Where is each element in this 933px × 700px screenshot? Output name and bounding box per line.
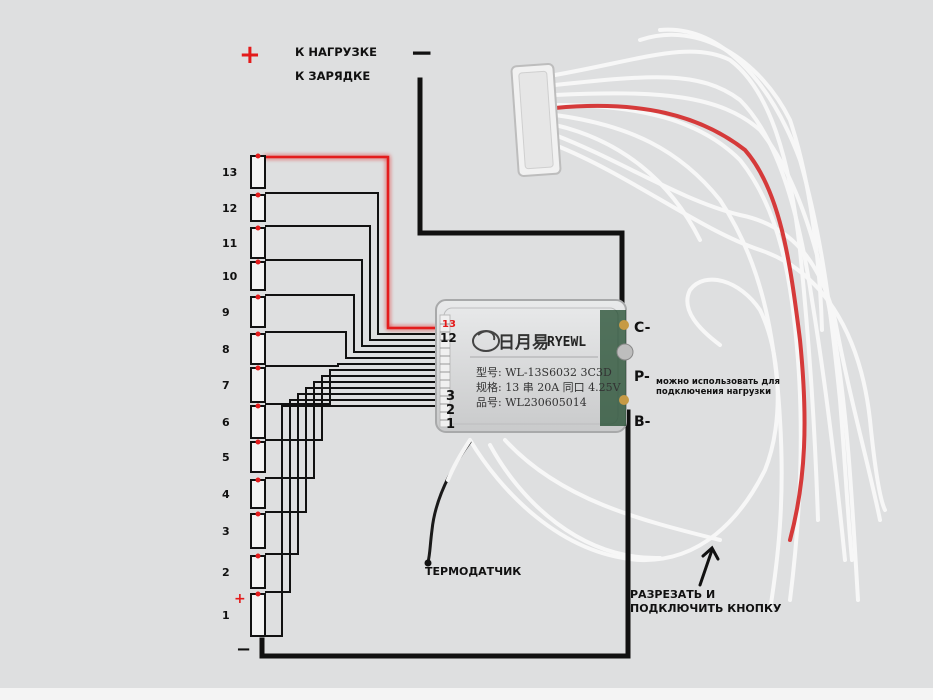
balance-lead-1 xyxy=(265,399,440,593)
cell-positive-dot xyxy=(255,331,261,337)
cell-label-3: 3 xyxy=(222,525,230,538)
pin-label-1: 1 xyxy=(446,417,455,432)
cell-label-12: 12 xyxy=(222,202,237,215)
battery-cell-5 xyxy=(250,441,266,473)
label-thermo-sensor: ТЕРМОДАТЧИК xyxy=(425,565,521,578)
battery-cell-2 xyxy=(250,555,266,589)
cell-label-5: 5 xyxy=(222,451,230,464)
board-brand: RYEWL xyxy=(547,335,586,350)
battery-negative-wire xyxy=(259,409,631,659)
battery-cell-6 xyxy=(250,405,266,439)
battery-cell-7 xyxy=(250,367,266,403)
battery-cell-8 xyxy=(250,333,266,365)
pminus-note-line2: подключения нагрузки xyxy=(656,387,771,397)
negative-terminal-symbol: − xyxy=(410,36,433,69)
label-c-minus: C- xyxy=(634,320,651,336)
battery-cell-stack: 13 12 11 10 9 8 7 6 5 4 3 2 1 xyxy=(222,153,266,637)
ryewl-logo xyxy=(472,330,500,352)
label-cut-line2: ПОДКЛЮЧИТЬ КНОПКУ xyxy=(630,602,782,615)
battery-cell-9 xyxy=(250,296,266,328)
board-logo-text: 日月易 xyxy=(498,333,549,353)
battery-cell-11 xyxy=(250,227,266,259)
cell-label-10: 10 xyxy=(222,270,238,283)
cell-positive-dot xyxy=(255,365,261,371)
label-cut-line1: РАЗРЕЗАТЬ И xyxy=(630,588,715,601)
positive-terminal-symbol: + xyxy=(239,40,261,70)
battery-cell-4 xyxy=(250,479,266,509)
battery-cell-12 xyxy=(250,194,266,222)
balance-lead-12 xyxy=(265,192,440,335)
cell-label-7: 7 xyxy=(222,379,230,392)
board-model-line: 型号: WL-13S6032 3C3D xyxy=(476,365,612,379)
pin-label-3: 3 xyxy=(446,389,455,404)
cell-positive-dot xyxy=(255,153,261,159)
cell-positive-dot xyxy=(255,477,261,483)
battery-cell-13 xyxy=(250,155,266,189)
cell-label-4: 4 xyxy=(222,488,230,501)
cell-label-11: 11 xyxy=(222,237,237,250)
cut-wire-arrow xyxy=(698,545,720,587)
battery-minus-symbol: − xyxy=(236,639,251,660)
battery-cell-3 xyxy=(250,513,266,549)
label-b-minus: B- xyxy=(634,414,651,430)
label-to-charger: К ЗАРЯДКЕ xyxy=(295,69,370,83)
balance-lead-3 xyxy=(265,387,440,513)
cell-label-13: 13 xyxy=(222,166,237,179)
cell-label-2: 2 xyxy=(222,566,230,579)
thermistor-lead xyxy=(426,440,472,564)
cell13-red-link xyxy=(264,155,438,330)
battery-cell-10 xyxy=(250,261,266,291)
cell-positive-dot xyxy=(255,439,261,445)
label-p-minus: P- xyxy=(634,369,650,385)
main-wires xyxy=(259,77,631,659)
thermo-lead-sheath xyxy=(446,438,472,482)
harness-connector xyxy=(510,63,562,177)
balance-lead-8 xyxy=(265,331,440,359)
pin-label-12: 12 xyxy=(440,331,457,345)
board-serial-line: 品号: WL230605014 xyxy=(476,396,587,409)
balance-leads xyxy=(265,192,440,637)
battery-cell-1 xyxy=(250,593,266,637)
pin-label-2: 2 xyxy=(446,403,455,418)
cell-positive-dot xyxy=(255,511,261,517)
cell-label-6: 6 xyxy=(222,416,230,429)
thermistor-bead xyxy=(424,559,432,567)
balance-lead-10 xyxy=(265,259,440,347)
label-to-load: К НАГРУЗКЕ xyxy=(295,45,377,59)
balance-lead-2 xyxy=(265,393,440,555)
cell-positive-dot xyxy=(255,225,261,231)
cell-label-8: 8 xyxy=(222,343,230,356)
bottom-strip xyxy=(0,688,933,700)
cell-positive-dot xyxy=(255,294,261,300)
negative-load-wire xyxy=(417,77,625,321)
balance-lead-9 xyxy=(265,294,440,353)
balance-wire-harness xyxy=(553,27,887,612)
balance-lead-4 xyxy=(265,381,440,479)
cell-positive-dot xyxy=(255,403,261,409)
bms-board: 日月易 RYEWL 型号: WL-13S6032 3C3D 规格: 13 串 2… xyxy=(435,299,634,433)
cell-label-1: 1 xyxy=(222,609,230,622)
cell1-plus-symbol: + xyxy=(234,591,246,607)
cell-positive-dot xyxy=(255,192,261,198)
pminus-note-line1: можно использовать для xyxy=(656,377,780,387)
cell-positive-dot xyxy=(255,259,261,265)
cell-positive-dot xyxy=(255,553,261,559)
balance-lead-0 xyxy=(265,405,440,637)
pin-label-13: 13 xyxy=(442,319,456,330)
red-harness-wire xyxy=(553,103,807,542)
cell-label-9: 9 xyxy=(222,306,230,319)
balance-lead-11 xyxy=(265,225,440,341)
cell-positive-dot xyxy=(255,591,261,597)
balance-lead-7 xyxy=(265,363,440,367)
board-spec-line: 规格: 13 串 20A 同口 4.25V xyxy=(476,380,622,394)
balance-lead-5 xyxy=(265,375,440,441)
balance-header-pins xyxy=(440,323,450,421)
button-wire-loop xyxy=(468,277,780,563)
